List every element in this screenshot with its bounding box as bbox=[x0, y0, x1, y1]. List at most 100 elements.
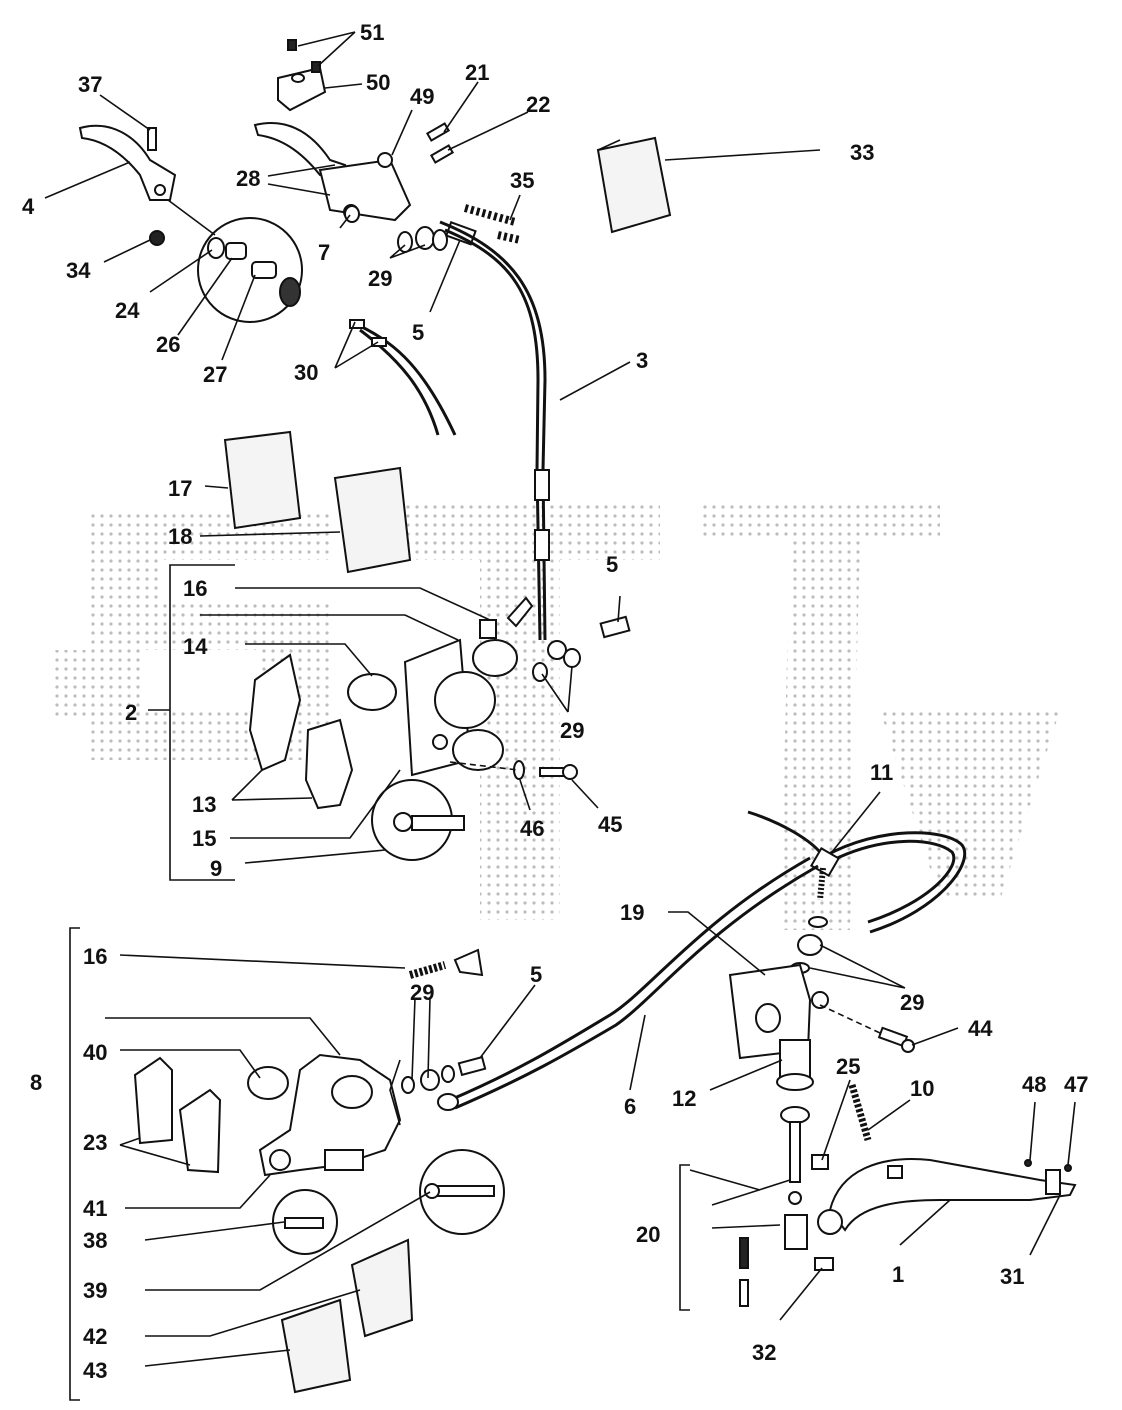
callout-43: 43 bbox=[83, 1358, 107, 1383]
callout-50: 50 bbox=[366, 70, 390, 95]
callout-35: 35 bbox=[510, 168, 534, 193]
bolt-25 bbox=[811, 1154, 829, 1170]
callout-47: 47 bbox=[1064, 1072, 1088, 1097]
callout-6: 6 bbox=[624, 1094, 636, 1119]
callout-37: 37 bbox=[78, 72, 102, 97]
spring-35 bbox=[463, 204, 521, 244]
detail-circle-38 bbox=[272, 1189, 338, 1255]
callout-25: 25 bbox=[836, 1054, 860, 1079]
callout-24: 24 bbox=[115, 298, 140, 323]
callout-1: 1 bbox=[892, 1262, 904, 1287]
grease-bag-42 bbox=[350, 1238, 414, 1338]
rear-caliper-assembly bbox=[258, 1053, 402, 1177]
bleed-valve-16-bottom bbox=[408, 948, 484, 979]
pushrod-kit-20 bbox=[679, 1106, 810, 1311]
callout-17: 17 bbox=[168, 476, 192, 501]
bolt-45-washer-46 bbox=[449, 760, 578, 780]
switch-wires-30 bbox=[349, 319, 457, 436]
callout-32: 32 bbox=[752, 1340, 776, 1365]
callout-45: 45 bbox=[598, 812, 622, 837]
screws-21-22 bbox=[425, 122, 455, 164]
reservoir-cap-50 bbox=[277, 66, 327, 112]
callout-labels: 51 50 37 49 21 22 33 28 35 4 7 34 29 24 … bbox=[22, 20, 1088, 1383]
grease-bag-43 bbox=[280, 1298, 352, 1394]
rear-hose-6 bbox=[437, 856, 819, 1111]
detail-circle-9-15 bbox=[371, 779, 465, 861]
nut-34 bbox=[149, 230, 165, 246]
front-caliper-assembly bbox=[403, 638, 518, 777]
callout-8: 8 bbox=[30, 1070, 42, 1095]
callout-16-top: 16 bbox=[183, 576, 207, 601]
callout-30: 30 bbox=[294, 360, 318, 385]
callout-29-bottom: 29 bbox=[410, 980, 434, 1005]
spring-10 bbox=[848, 1084, 872, 1141]
callout-46: 46 bbox=[520, 816, 544, 841]
callout-38: 38 bbox=[83, 1228, 107, 1253]
callout-5-bottom: 5 bbox=[530, 962, 542, 987]
callout-27: 27 bbox=[203, 362, 227, 387]
banjo-bolt-5-mid bbox=[599, 615, 631, 639]
screws-51 bbox=[287, 39, 321, 73]
callout-3: 3 bbox=[636, 348, 648, 373]
bracket-2 bbox=[169, 564, 235, 881]
rear-hose-19 bbox=[747, 810, 967, 934]
brake-pedal-1 bbox=[817, 1158, 1077, 1235]
washers-29-top bbox=[397, 226, 448, 253]
callout-9: 9 bbox=[210, 856, 222, 881]
callout-29-mid: 29 bbox=[560, 718, 584, 743]
detail-circle-39 bbox=[419, 1149, 505, 1235]
callout-11: 11 bbox=[870, 760, 893, 785]
callout-10: 10 bbox=[910, 1076, 934, 1101]
callout-34: 34 bbox=[66, 258, 91, 283]
front-brake-hose-3 bbox=[439, 220, 567, 660]
callout-18: 18 bbox=[168, 524, 192, 549]
callout-42: 42 bbox=[83, 1324, 107, 1349]
grease-bag-33 bbox=[596, 136, 672, 234]
washers-29-mid bbox=[532, 648, 581, 682]
callout-4: 4 bbox=[22, 194, 35, 219]
callout-26: 26 bbox=[156, 332, 180, 357]
callout-41: 41 bbox=[83, 1196, 107, 1221]
callout-48: 48 bbox=[1022, 1072, 1046, 1097]
piston-14 bbox=[347, 673, 397, 711]
washers-29-bottom bbox=[401, 1065, 455, 1094]
callout-14: 14 bbox=[183, 634, 208, 659]
brake-pads-13 bbox=[248, 653, 354, 810]
callout-13: 13 bbox=[192, 792, 216, 817]
callout-51: 51 bbox=[360, 20, 384, 45]
screw-37 bbox=[147, 127, 157, 151]
callout-21: 21 bbox=[465, 60, 489, 85]
callout-16-bottom: 16 bbox=[83, 944, 107, 969]
bleed-valve-16-top bbox=[479, 596, 534, 639]
callout-5-top: 5 bbox=[412, 320, 424, 345]
callout-22: 22 bbox=[526, 92, 550, 117]
callout-39: 39 bbox=[83, 1278, 107, 1303]
callout-44: 44 bbox=[968, 1016, 993, 1041]
callout-19: 19 bbox=[620, 900, 644, 925]
clip-32 bbox=[814, 1257, 834, 1271]
callout-33: 33 bbox=[850, 140, 874, 165]
callout-40: 40 bbox=[83, 1040, 107, 1065]
grease-bag-17 bbox=[223, 430, 302, 530]
callout-29-top: 29 bbox=[368, 266, 392, 291]
bolt-44 bbox=[877, 1026, 915, 1053]
detail-circle-24-26-27 bbox=[197, 217, 303, 323]
callout-31: 31 bbox=[1000, 1264, 1024, 1289]
callout-7: 7 bbox=[318, 240, 330, 265]
banjo-bolt-5-bottom bbox=[457, 1055, 487, 1077]
callout-29-right: 29 bbox=[900, 990, 924, 1015]
callout-20: 20 bbox=[636, 1222, 660, 1247]
brake-pads-23 bbox=[133, 1056, 222, 1174]
leader-lines bbox=[44, 31, 1076, 1367]
callout-49: 49 bbox=[410, 84, 434, 109]
grease-bag-18 bbox=[333, 466, 412, 574]
callout-15: 15 bbox=[192, 826, 216, 851]
rear-master-cylinder-12 bbox=[728, 963, 896, 1091]
callout-23: 23 bbox=[83, 1130, 107, 1155]
piston-40 bbox=[247, 1066, 289, 1100]
callout-28: 28 bbox=[236, 166, 260, 191]
bracket-8 bbox=[69, 927, 80, 1401]
callout-5-mid: 5 bbox=[606, 552, 618, 577]
callout-12: 12 bbox=[672, 1086, 696, 1111]
